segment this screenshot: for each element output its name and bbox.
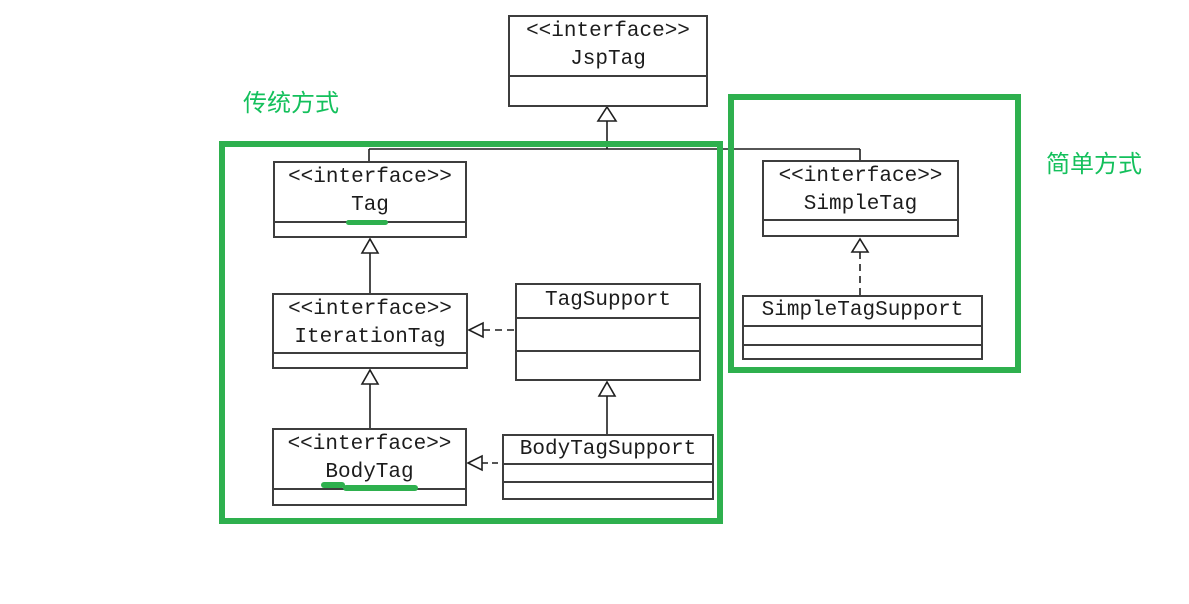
edge-bodytag-extends-iterationtag: [360, 368, 380, 428]
simpletagsupport-name: SimpleTagSupport: [761, 299, 964, 322]
class-box-simpletag: <<interface>> SimpleTag: [762, 160, 959, 237]
generalization-arrow-icon: [596, 105, 618, 122]
simpletag-name: SimpleTag: [803, 192, 918, 216]
bodytag-name: BodyTag: [325, 461, 414, 484]
tag-stereotype: <<interface>>: [288, 166, 452, 189]
simpletag-title: <<interface>> SimpleTag: [764, 162, 957, 219]
bodytag-highlight-underline-start: [321, 482, 345, 488]
edge-bodytagsupport-extends-tagsupport: [597, 380, 617, 434]
bodytag-stereotype: <<interface>>: [287, 433, 452, 456]
edge-tag-extends-jsptag: [368, 105, 860, 161]
simpletag-stereotype: <<interface>>: [778, 164, 943, 188]
simpletagsupport-fields-compartment: [744, 325, 981, 344]
edge-tagsupport-implements-iterationtag: [467, 321, 515, 339]
tagsupport-name: TagSupport: [544, 289, 672, 312]
class-box-simpletagsupport: SimpleTagSupport: [742, 295, 983, 360]
bodytag-highlight-underline-end: [343, 485, 418, 491]
simple-group-label: 简单方式: [1046, 150, 1142, 178]
tagsupport-methods-compartment: [517, 350, 699, 379]
bodytagsupport-fields-compartment: [504, 463, 712, 481]
edge-bodytagsupport-implements-bodytag: [466, 454, 502, 472]
class-box-bodytag: <<interface>> BodyTag: [272, 428, 467, 506]
traditional-group-label: 传统方式: [243, 89, 339, 117]
edge-simpletagsupport-implements-simpletag: [850, 237, 870, 295]
tag-title: <<interface>> Tag: [275, 163, 465, 221]
jsptag-empty-compartment: [510, 75, 706, 105]
tag-highlight-underline: [346, 220, 388, 225]
class-box-bodytagsupport: BodyTagSupport: [502, 434, 714, 500]
traditional-group-frame: [219, 141, 723, 524]
simple-group-frame: [728, 94, 1021, 373]
simpletag-empty-compartment: [764, 219, 957, 235]
iterationtag-title: <<interface>> IterationTag: [274, 295, 466, 352]
iterationtag-name: IterationTag: [294, 325, 446, 349]
tagsupport-fields-compartment: [517, 317, 699, 350]
simpletagsupport-methods-compartment: [744, 344, 981, 358]
bodytagsupport-title: BodyTagSupport: [504, 436, 712, 463]
class-box-tag: <<interface>> Tag: [273, 161, 467, 238]
iterationtag-stereotype: <<interface>>: [288, 297, 452, 321]
jsptag-stereotype: <<interface>>: [526, 20, 690, 43]
tag-name: Tag: [351, 194, 389, 217]
bodytagsupport-methods-compartment: [504, 481, 712, 498]
class-box-iterationtag: <<interface>> IterationTag: [272, 293, 468, 369]
tagsupport-title: TagSupport: [517, 285, 699, 317]
edge-iterationtag-extends-tag: [360, 237, 380, 293]
class-box-tagsupport: TagSupport: [515, 283, 701, 381]
simpletagsupport-title: SimpleTagSupport: [744, 297, 981, 325]
class-box-jsptag: <<interface>> JspTag: [508, 15, 708, 107]
bodytagsupport-name: BodyTagSupport: [519, 437, 697, 461]
bodytag-title: <<interface>> BodyTag: [274, 430, 465, 488]
iterationtag-empty-compartment: [274, 352, 466, 367]
jsptag-title: <<interface>> JspTag: [510, 17, 706, 75]
jsptag-name: JspTag: [570, 48, 646, 71]
